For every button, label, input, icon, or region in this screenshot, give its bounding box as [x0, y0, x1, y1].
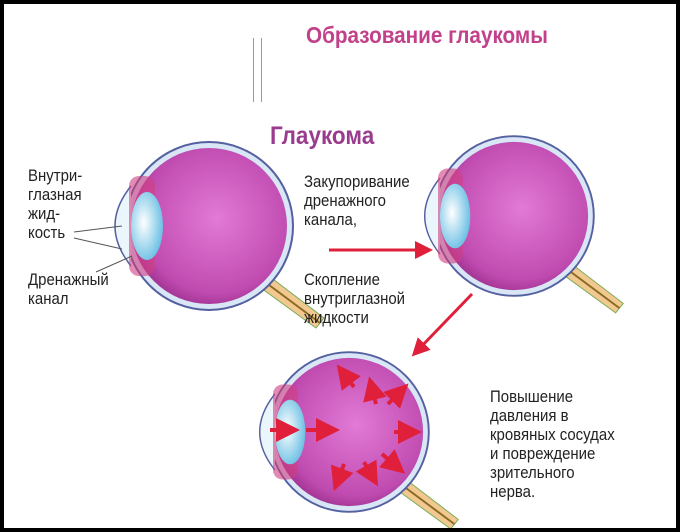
label-pointers — [73, 225, 133, 273]
blocked-eye — [423, 135, 625, 314]
divider-line — [253, 38, 254, 102]
label-pressure: Повышение давления в кровяных сосудах и … — [490, 387, 615, 501]
label-drainage-canal: Дренажный канал — [28, 270, 109, 308]
label-accumulation: Скопление внутриглазной жидкости — [304, 270, 406, 327]
eye-illustrations — [73, 135, 625, 528]
label-blockage: Закупоривание дренажного канала, — [304, 172, 410, 229]
normal-eye — [114, 141, 325, 329]
arrow-down — [411, 292, 474, 357]
page-title: Образование глаукомы — [306, 22, 548, 48]
diagram: Образование глаукомы Глаукома Внутри- гл… — [4, 4, 676, 528]
glaucoma-eye — [258, 351, 460, 528]
divider-line — [261, 38, 262, 102]
pressure-arrows — [270, 364, 422, 492]
subtitle: Глаукома — [270, 122, 375, 150]
label-intraocular-fluid: Внутри- глазная жид- кость — [28, 166, 83, 242]
